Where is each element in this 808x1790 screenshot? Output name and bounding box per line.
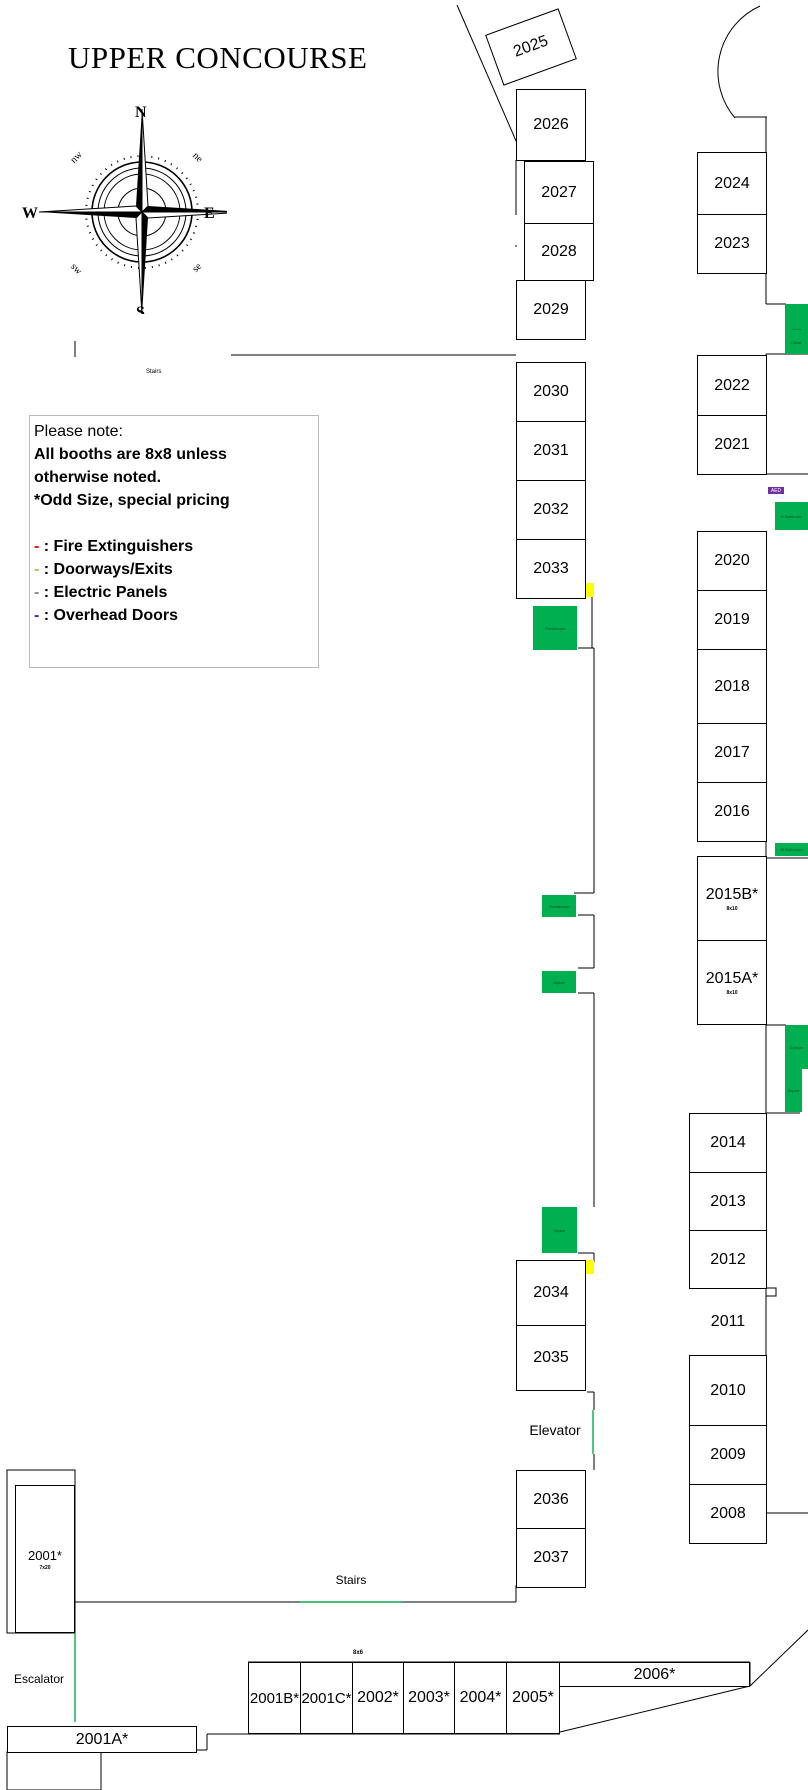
booth-2034[interactable]: 2034 bbox=[516, 1260, 586, 1326]
booth-2036[interactable]: 2036 bbox=[516, 1470, 586, 1529]
booth-2001[interactable]: 2001*7x20 bbox=[15, 1485, 75, 1633]
stairs-label-top: Stairs bbox=[146, 369, 162, 375]
booth-2024[interactable]: 2024 bbox=[697, 152, 767, 215]
amenity-alpine-1: Alpine bbox=[542, 971, 576, 993]
booth-2015b[interactable]: 2015B*8x10 bbox=[697, 856, 767, 941]
booth-2029[interactable]: 2029 bbox=[516, 280, 586, 340]
booth-2035[interactable]: 2035 bbox=[516, 1325, 586, 1391]
aed-marker: AED bbox=[768, 487, 784, 494]
amenity-ponderosa-2: Ponderosa bbox=[542, 895, 576, 917]
booth-2014[interactable]: 2014 bbox=[689, 1113, 767, 1173]
compass-w: W bbox=[22, 205, 38, 222]
legend-box: Please note: All booths are 8x8 unless o… bbox=[29, 415, 319, 668]
booth-2018[interactable]: 2018 bbox=[697, 649, 767, 724]
booth-2031[interactable]: 2031 bbox=[516, 421, 586, 481]
booth-2020[interactable]: 2020 bbox=[697, 531, 767, 591]
booth-2033[interactable]: 2033 bbox=[516, 539, 586, 599]
booth-2006[interactable]: 2006* bbox=[559, 1662, 750, 1687]
compass-ne: ne bbox=[190, 150, 205, 165]
booth-2001b[interactable]: 2001B* bbox=[248, 1662, 301, 1734]
booth-2002[interactable]: 2002* bbox=[352, 1662, 404, 1734]
stairs-label-bottom: Stairs bbox=[335, 1573, 367, 1587]
electric-panel-marker-2 bbox=[586, 1260, 594, 1274]
booth-2016[interactable]: 2016 bbox=[697, 782, 767, 842]
amenity-aspen: Aspen bbox=[785, 1068, 802, 1112]
amenity-ponderosa-1: Ponderosa bbox=[533, 606, 577, 650]
electric-panel-marker-1 bbox=[586, 583, 594, 597]
compass-nw: nw bbox=[68, 149, 85, 166]
legend-line-3: *Odd Size, special pricing bbox=[34, 492, 230, 509]
booth-2009[interactable]: 2009 bbox=[689, 1425, 767, 1485]
booth-2011[interactable]: 2011 bbox=[710, 1313, 746, 1330]
size-8x6-label: 8x6 bbox=[353, 1650, 364, 1656]
amenity-cellar: Cellar bbox=[785, 330, 808, 354]
booth-2010[interactable]: 2010 bbox=[689, 1355, 767, 1426]
legend-line-1: All booths are 8x8 unless bbox=[34, 446, 227, 463]
compass-s: S bbox=[136, 304, 145, 314]
legend-item-overhead: - : Overhead Doors bbox=[34, 607, 179, 624]
booth-2022[interactable]: 2022 bbox=[697, 355, 767, 416]
amenity-m-bathroom: M Bathroom bbox=[775, 502, 808, 530]
compass-se: se bbox=[190, 261, 204, 275]
booth-2021[interactable]: 2021 bbox=[697, 415, 767, 475]
booth-2001c[interactable]: 2001C* bbox=[300, 1662, 353, 1734]
booth-2027[interactable]: 2027 bbox=[524, 161, 594, 224]
amenity-alpine-2: Alpine bbox=[542, 1207, 577, 1253]
booth-2008[interactable]: 2008 bbox=[689, 1484, 767, 1544]
booth-2017[interactable]: 2017 bbox=[697, 723, 767, 783]
elevator-label: Elevator bbox=[529, 1422, 581, 1438]
compass-e: E bbox=[204, 205, 215, 222]
booth-2032[interactable]: 2032 bbox=[516, 480, 586, 540]
booth-2003[interactable]: 2003* bbox=[403, 1662, 455, 1734]
booth-2023[interactable]: 2023 bbox=[697, 214, 767, 274]
booth-2001a[interactable]: 2001A* bbox=[7, 1726, 197, 1753]
booth-2005[interactable]: 2005* bbox=[506, 1662, 560, 1734]
compass-rose-icon: N S W E nw ne sw se bbox=[22, 104, 227, 314]
booth-2030[interactable]: 2030 bbox=[516, 362, 586, 422]
compass-sw: sw bbox=[68, 261, 84, 277]
amenity-canyon: Canyon bbox=[785, 1025, 808, 1069]
booth-2015a[interactable]: 2015A*8x10 bbox=[697, 940, 767, 1025]
amenity-w-bathroom: W Bathroom bbox=[775, 843, 808, 856]
booth-2004[interactable]: 2004* bbox=[454, 1662, 507, 1734]
page-title: UPPER CONCOURSE bbox=[68, 40, 368, 75]
booth-2028[interactable]: 2028 bbox=[524, 223, 594, 281]
legend-line-2: otherwise noted. bbox=[34, 469, 162, 486]
booth-2026[interactable]: 2026 bbox=[516, 89, 586, 161]
escalator-label: Escalator bbox=[13, 1672, 65, 1686]
legend-item-electric: - : Electric Panels bbox=[34, 584, 168, 601]
compass-n: N bbox=[135, 104, 147, 121]
booth-2013[interactable]: 2013 bbox=[689, 1172, 767, 1231]
legend-item-doorways: - : Doorways/Exits bbox=[34, 561, 173, 578]
legend-heading: Please note: bbox=[34, 423, 123, 440]
booth-2037[interactable]: 2037 bbox=[516, 1528, 586, 1588]
legend-item-fire: - : Fire Extinguishers bbox=[34, 538, 194, 555]
booth-2019[interactable]: 2019 bbox=[697, 590, 767, 650]
booth-2012[interactable]: 2012 bbox=[689, 1230, 767, 1289]
